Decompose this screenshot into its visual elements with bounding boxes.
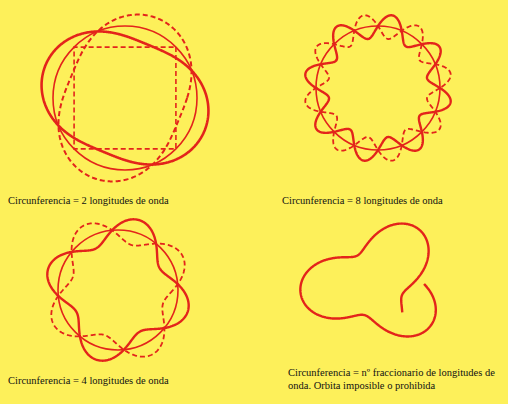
caption-label: Circunferencia = nº fraccionario de long… [288, 366, 500, 392]
caption-label: Circunferencia = 2 longitudes de onda [8, 194, 248, 207]
wave-dashed [305, 15, 450, 160]
wave-dashed [51, 223, 184, 356]
dashed-square [74, 47, 176, 149]
caption-label: Circunferencia = 4 longitudes de onda [8, 374, 248, 387]
wave-solid [42, 31, 209, 164]
caption-label: Circunferencia = 8 longitudes de onda [282, 194, 502, 207]
wave-solid [305, 15, 450, 160]
orbit-circle [53, 26, 197, 170]
wave-solid [47, 219, 188, 360]
wave-dashed [58, 15, 191, 182]
wave-forbidden [300, 224, 435, 337]
orbit-circle [58, 230, 178, 350]
